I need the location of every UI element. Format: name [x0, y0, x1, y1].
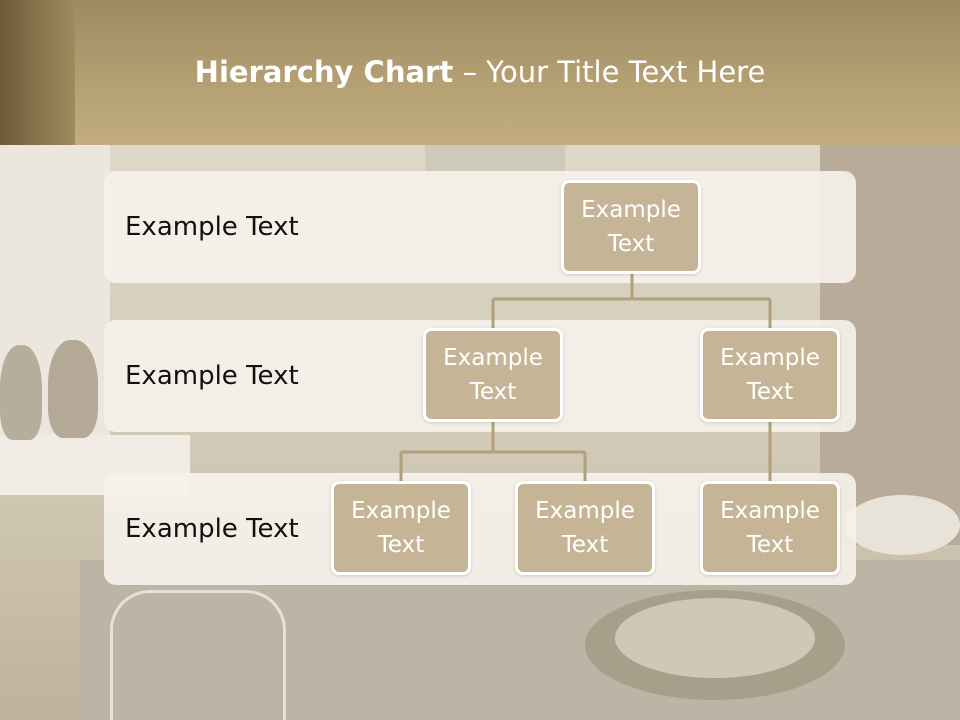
level-label: Example Text [125, 212, 299, 242]
title-separator: – [453, 55, 487, 89]
level-label: Example Text [125, 361, 299, 391]
background-vase [0, 345, 42, 440]
node-level3-right[interactable]: Example Text [700, 481, 840, 575]
node-level3-left[interactable]: Example Text [331, 481, 471, 575]
title-band [0, 0, 960, 145]
slide-title[interactable]: Hierarchy Chart – Your Title Text Here [0, 55, 960, 89]
title-accent [0, 0, 75, 145]
node-level3-middle[interactable]: Example Text [515, 481, 655, 575]
background-chair [110, 590, 286, 720]
background-plate [845, 495, 960, 555]
background-vase [48, 340, 98, 438]
node-level2-right[interactable]: Example Text [700, 328, 840, 422]
background-plate-inner [615, 598, 815, 678]
title-rest: Your Title Text Here [486, 55, 766, 89]
title-bold: Hierarchy Chart [194, 55, 454, 89]
node-root[interactable]: Example Text [561, 180, 701, 274]
node-level2-left[interactable]: Example Text [423, 328, 563, 422]
level-label: Example Text [125, 514, 299, 544]
level-band-1[interactable]: Example Text [104, 171, 856, 283]
